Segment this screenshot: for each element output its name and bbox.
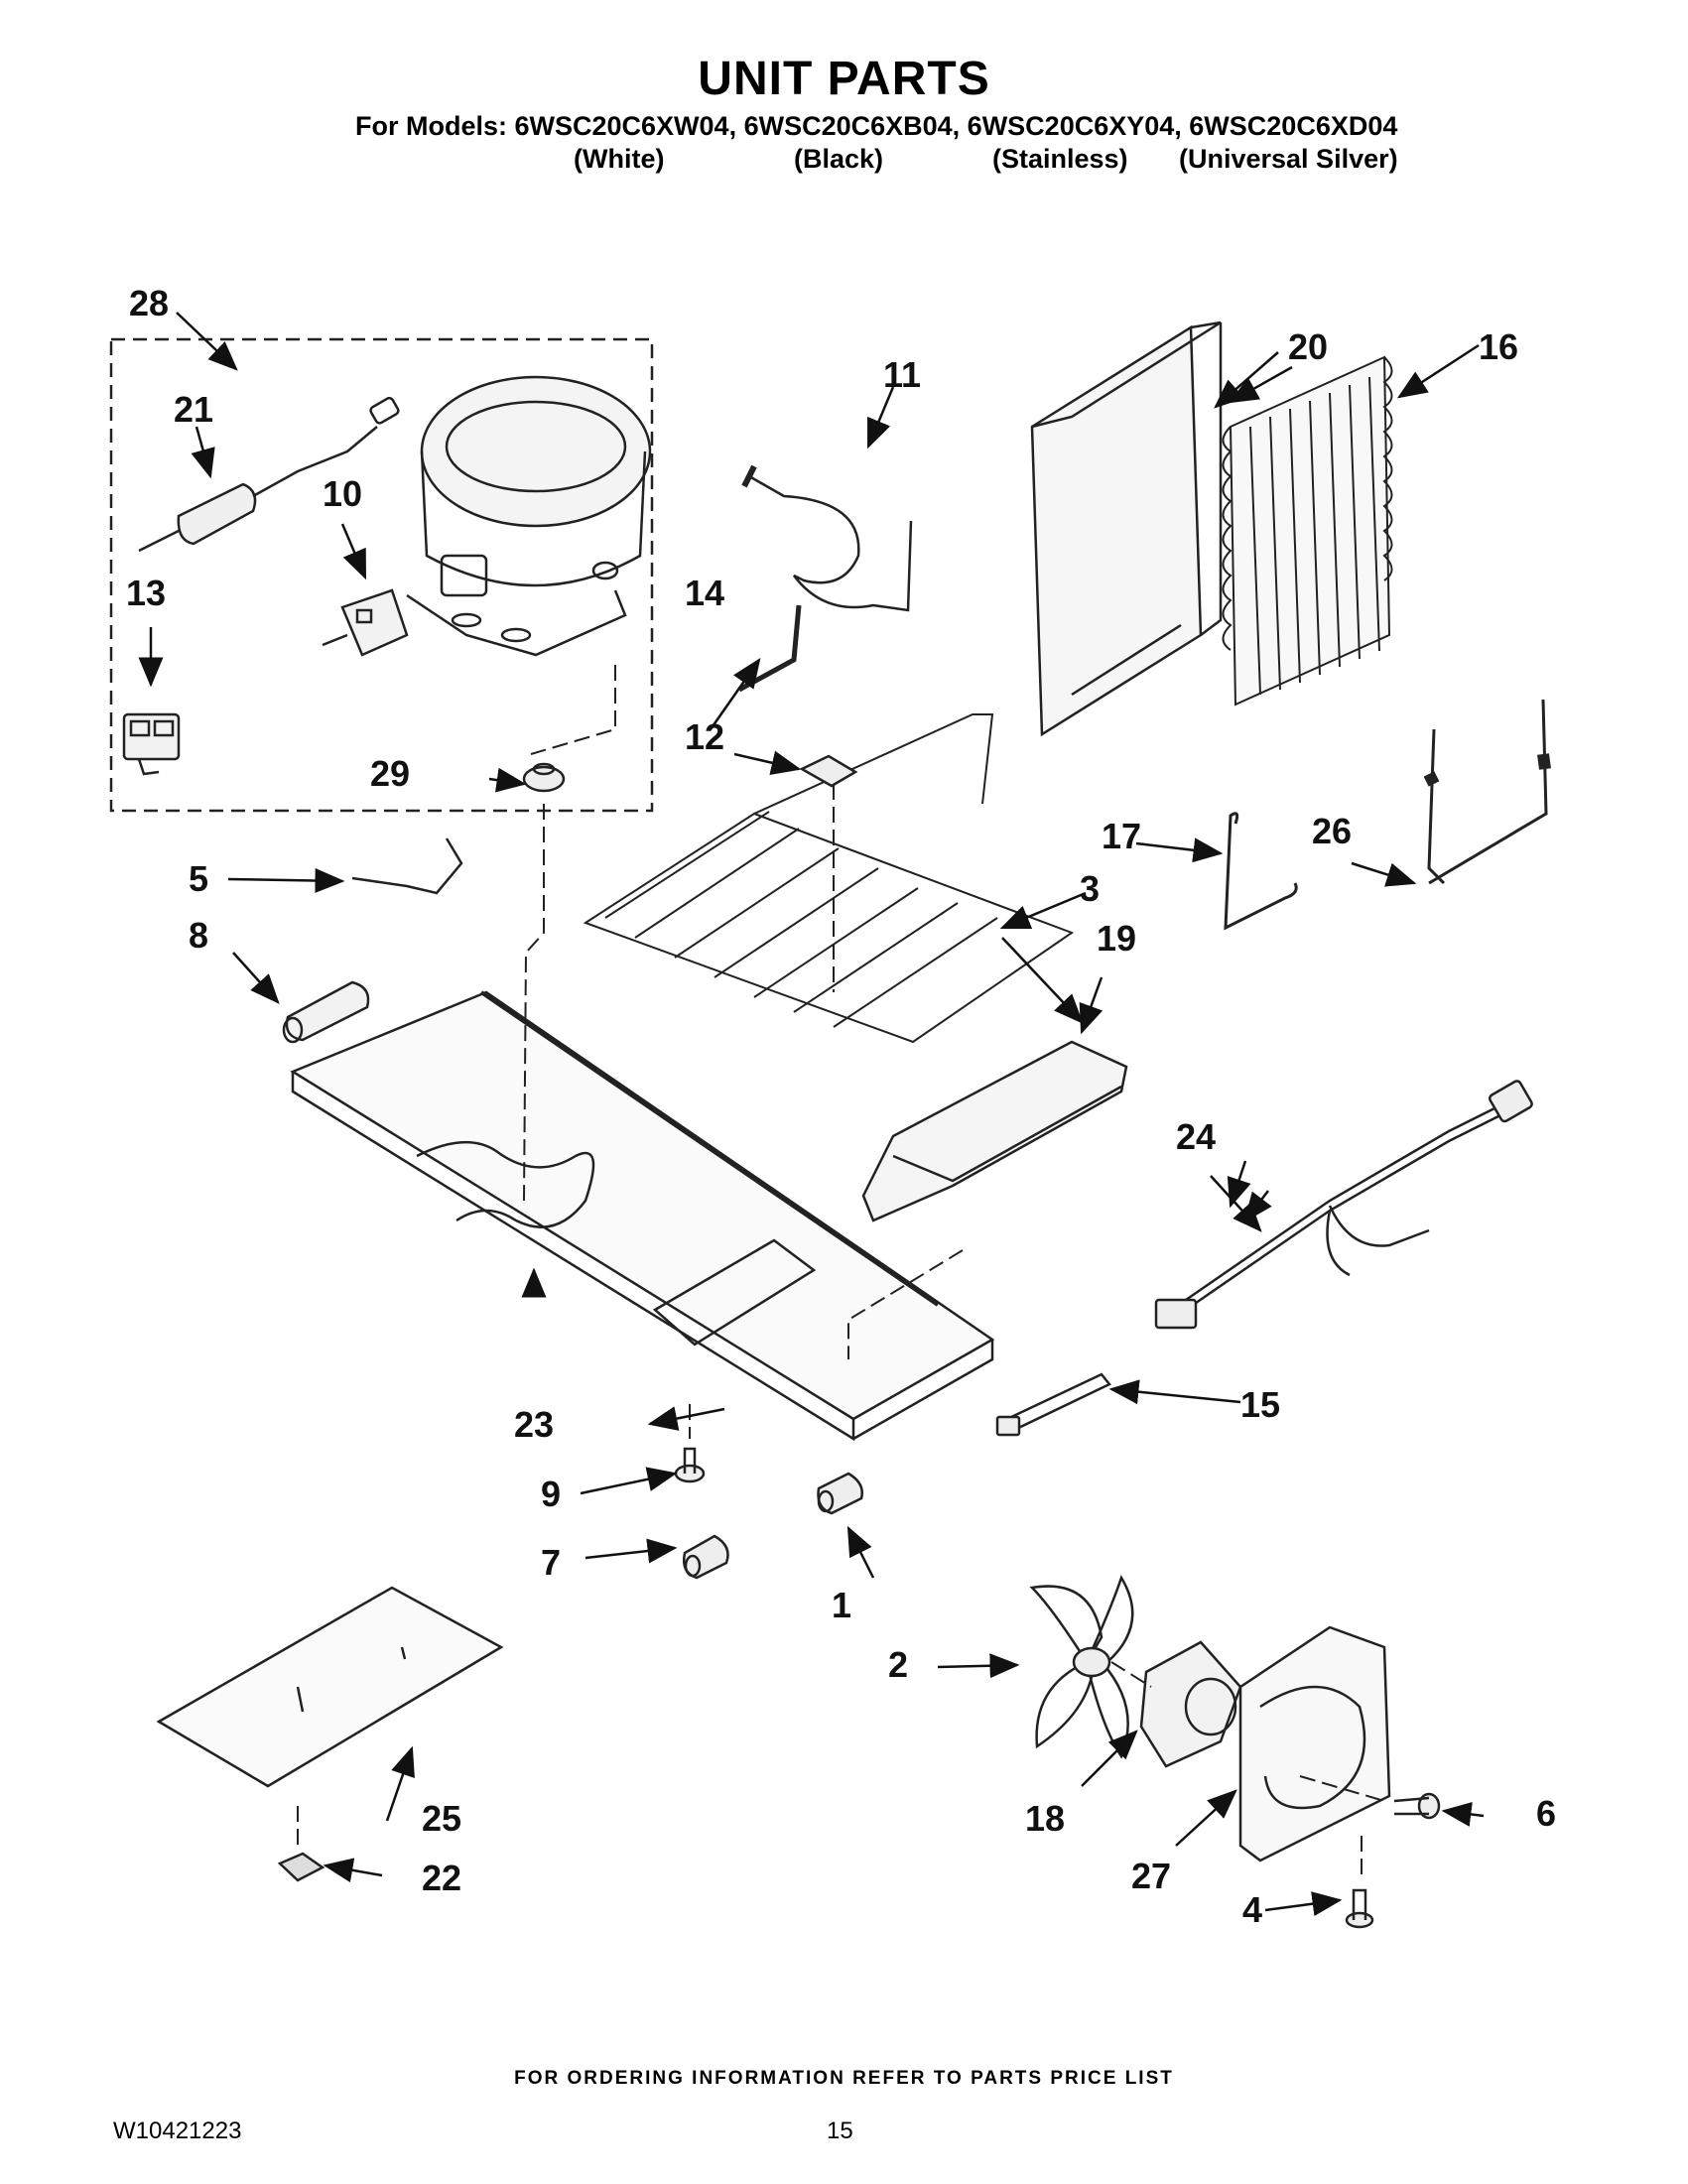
base-plate-23 xyxy=(290,990,995,1442)
variant-stainless: (Stainless) xyxy=(992,144,1128,174)
variant-white: (White) xyxy=(574,144,665,174)
callout-4: 4 xyxy=(1242,1889,1262,1930)
document-number: W10421223 xyxy=(113,2118,242,2144)
variant-black: (Black) xyxy=(794,144,884,174)
screw-6 xyxy=(1393,1792,1441,1820)
wire-17 xyxy=(1224,812,1298,931)
callout-10: 10 xyxy=(323,473,362,514)
fan-blade-2 xyxy=(1029,1575,1134,1759)
grommet-29 xyxy=(522,762,566,793)
defrost-heater-3 xyxy=(583,713,1075,1044)
callout-13: 13 xyxy=(126,573,166,613)
tube-11 xyxy=(741,464,913,612)
callout-27: 27 xyxy=(1131,1856,1171,1896)
overload-13 xyxy=(122,712,181,776)
callout-22: 22 xyxy=(422,1858,461,1898)
grommet-1 xyxy=(817,1472,863,1515)
callout-24: 24 xyxy=(1176,1116,1216,1157)
callout-25: 25 xyxy=(422,1798,461,1839)
callout-15: 15 xyxy=(1240,1384,1280,1425)
relay-10 xyxy=(322,588,409,657)
variant-universal-silver: (Universal Silver) xyxy=(1179,144,1398,174)
assembly-lines xyxy=(297,665,1385,1880)
callout-7: 7 xyxy=(541,1542,561,1583)
page-title: UNIT PARTS xyxy=(698,53,990,105)
cable-tie-15 xyxy=(995,1372,1111,1437)
callout-11: 11 xyxy=(883,354,921,395)
grommet-7 xyxy=(683,1534,729,1580)
wire-5 xyxy=(351,837,463,895)
evaporator-cover-20 xyxy=(1030,321,1223,737)
callout-21: 21 xyxy=(174,389,213,430)
callout-9: 9 xyxy=(541,1474,561,1514)
drain-trough-19 xyxy=(861,1040,1128,1222)
callout-16: 16 xyxy=(1479,326,1518,367)
compressor xyxy=(406,375,652,657)
callout-8: 8 xyxy=(189,915,208,956)
screw-4 xyxy=(1345,1888,1374,1929)
callout-26: 26 xyxy=(1312,811,1352,851)
fan-bracket-27 xyxy=(1238,1625,1391,1863)
sleeve-8 xyxy=(282,980,370,1044)
insulation-pad-25 xyxy=(156,1586,504,1788)
ordering-note: FOR ORDERING INFORMATION REFER TO PARTS … xyxy=(514,2068,1174,2089)
callout-6: 6 xyxy=(1536,1793,1556,1834)
clip-12 xyxy=(799,754,858,788)
callout-20: 20 xyxy=(1288,326,1328,367)
heat-exchanger-26 xyxy=(1423,699,1551,885)
callout-2: 2 xyxy=(888,1644,908,1685)
evaporator-16 xyxy=(1222,355,1393,707)
callout-28: 28 xyxy=(129,283,169,323)
callout-12: 12 xyxy=(685,716,724,757)
drier-21 xyxy=(138,396,400,553)
leader-arrows xyxy=(138,312,1485,1917)
callout-1: 1 xyxy=(832,1585,851,1625)
compressor-kit-box xyxy=(109,337,654,813)
callout-18: 18 xyxy=(1025,1798,1065,1839)
fan-motor-18 xyxy=(1139,1640,1242,1768)
models-line: For Models: 6WSC20C6XW04, 6WSC20C6XB04, … xyxy=(355,111,1398,141)
page-number: 15 xyxy=(827,2118,853,2144)
callout-labels: 1 2 3 4 5 6 7 8 9 10 11 12 13 14 15 16 1… xyxy=(126,283,1556,1930)
wire-harness-24 xyxy=(1154,1080,1533,1330)
callout-29: 29 xyxy=(370,753,410,794)
callout-23: 23 xyxy=(514,1404,554,1445)
callout-3: 3 xyxy=(1080,868,1100,909)
callout-17: 17 xyxy=(1102,816,1141,856)
callout-14: 14 xyxy=(685,573,724,613)
foot-22 xyxy=(277,1852,325,1882)
screw-9 xyxy=(674,1447,706,1483)
callout-5: 5 xyxy=(189,858,208,899)
callout-19: 19 xyxy=(1097,918,1136,959)
